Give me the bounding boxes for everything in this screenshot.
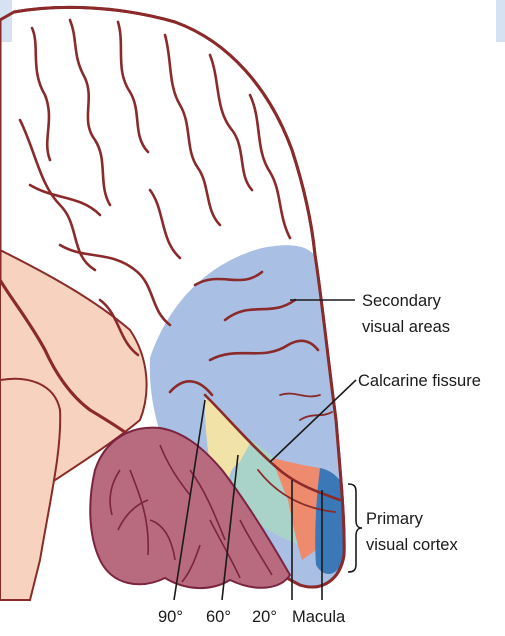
primary-label-line1: Primary xyxy=(366,510,424,528)
secondary-label-line1: Secondary xyxy=(362,292,442,310)
corner-tab-right xyxy=(496,0,505,42)
brainstem xyxy=(0,379,60,600)
primary-bracket xyxy=(348,484,362,572)
primary-label-line2: visual cortex xyxy=(366,536,458,554)
label-60-deg: 60° xyxy=(206,608,231,626)
secondary-label-line2: visual areas xyxy=(362,318,450,336)
label-macula: Macula xyxy=(292,608,346,626)
label-90-deg: 90° xyxy=(158,608,183,626)
corner-tab-left xyxy=(0,0,12,42)
calcarine-label: Calcarine fissure xyxy=(358,372,481,390)
label-20-deg: 20° xyxy=(252,608,277,626)
